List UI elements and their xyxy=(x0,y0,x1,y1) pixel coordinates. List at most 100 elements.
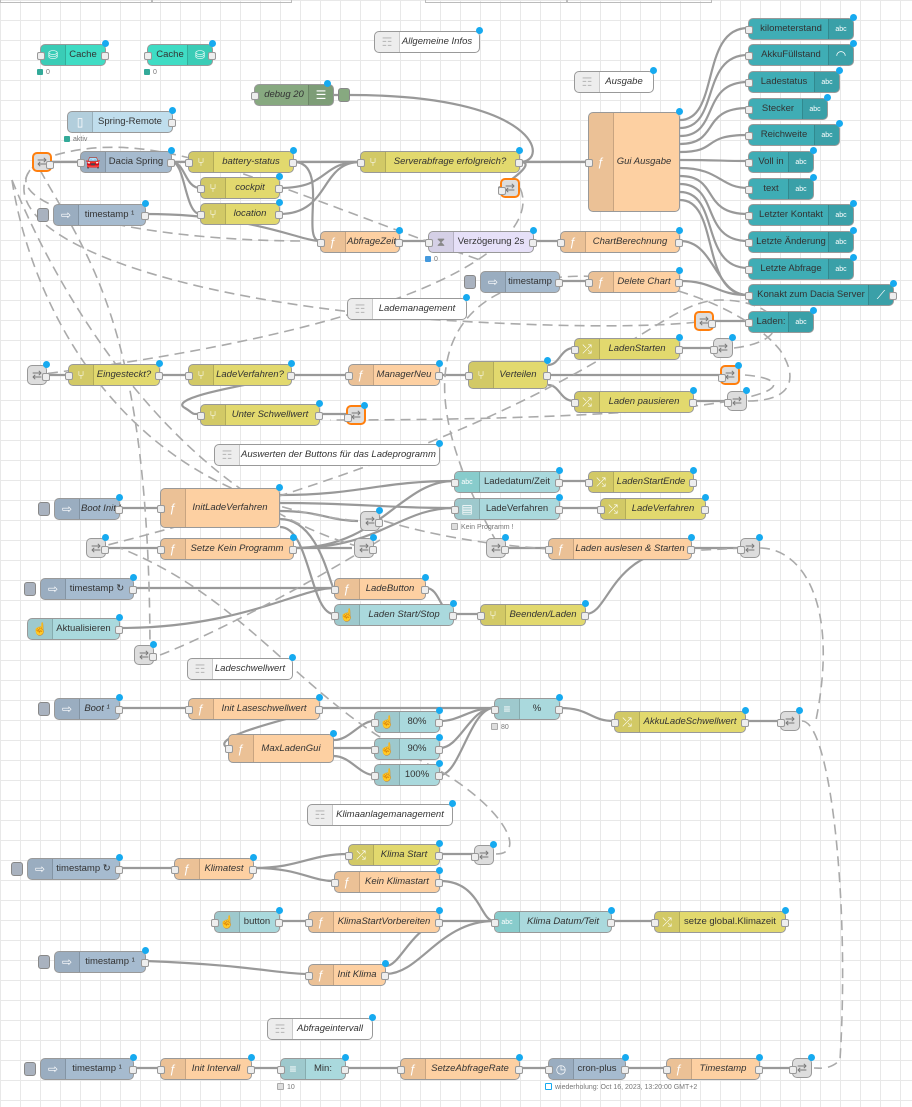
input-port[interactable] xyxy=(345,372,353,380)
output-port[interactable] xyxy=(115,626,123,634)
output-port[interactable] xyxy=(435,372,443,380)
output-port[interactable] xyxy=(149,653,157,661)
change-ladenstartende[interactable]: ⤮LadenStartEnde xyxy=(585,467,697,493)
output-port[interactable] xyxy=(555,279,563,287)
input-port[interactable] xyxy=(317,239,325,247)
change-setze-global-klimazeit[interactable]: ⤮setze global.Klimazeit xyxy=(651,907,789,933)
output-port[interactable] xyxy=(141,212,149,220)
input-port[interactable] xyxy=(331,586,339,594)
inject-button[interactable] xyxy=(464,275,476,289)
output-port[interactable] xyxy=(168,119,176,127)
input-port[interactable] xyxy=(745,26,753,34)
output-port[interactable] xyxy=(275,211,283,219)
output-port[interactable] xyxy=(555,506,563,514)
output-port[interactable] xyxy=(381,972,389,980)
output-port[interactable] xyxy=(701,506,709,514)
inject-button[interactable] xyxy=(37,208,49,222)
comment-abfrageintervall[interactable]: ☶Abfrageintervall xyxy=(267,1014,376,1040)
output-port[interactable] xyxy=(889,292,897,300)
link-node[interactable]: ⇄ xyxy=(694,311,716,331)
link-node[interactable]: ⇄ xyxy=(737,534,763,558)
output-port[interactable] xyxy=(369,546,377,554)
comment-lademanagement[interactable]: ☶Lademanagement xyxy=(347,294,470,320)
input-port[interactable] xyxy=(745,266,753,274)
output-port[interactable] xyxy=(341,1066,349,1074)
input-port[interactable] xyxy=(571,399,579,407)
input-port[interactable] xyxy=(663,1066,671,1074)
input-port[interactable] xyxy=(745,292,753,300)
link-node[interactable]: ⇄ xyxy=(718,362,742,385)
input-port[interactable] xyxy=(37,52,45,60)
input-port[interactable] xyxy=(225,745,233,753)
input-port[interactable] xyxy=(789,1066,797,1074)
output-port[interactable] xyxy=(675,346,683,354)
link-node[interactable]: ⇄ xyxy=(86,534,109,558)
input-port[interactable] xyxy=(491,706,499,714)
input-port[interactable] xyxy=(571,346,579,354)
switch-unter-schwellwert[interactable]: ⑂Unter Schwellwert xyxy=(197,400,323,426)
output-port[interactable] xyxy=(115,506,123,514)
input-port[interactable] xyxy=(745,212,753,220)
output-port[interactable] xyxy=(155,372,163,380)
switch-eingesteckt[interactable]: ⑂Eingesteckt? xyxy=(65,360,163,386)
input-port[interactable] xyxy=(157,546,165,554)
link-node[interactable]: ⇄ xyxy=(354,534,377,558)
output-port[interactable] xyxy=(435,746,443,754)
input-port[interactable] xyxy=(745,239,753,247)
input-port[interactable] xyxy=(451,479,459,487)
output-port[interactable] xyxy=(129,586,137,594)
input-port[interactable] xyxy=(737,546,745,554)
output-port[interactable] xyxy=(581,612,589,620)
input-port[interactable] xyxy=(371,719,379,727)
output-port[interactable] xyxy=(449,612,457,620)
input-port[interactable] xyxy=(197,211,205,219)
switch-cockpit[interactable]: ⑂cockpit xyxy=(197,173,283,199)
output-port[interactable] xyxy=(421,586,429,594)
output-port[interactable] xyxy=(275,919,283,927)
input-port[interactable] xyxy=(745,186,753,194)
output-port[interactable] xyxy=(501,546,509,554)
input-port[interactable] xyxy=(197,412,205,420)
input-port[interactable] xyxy=(277,1066,285,1074)
link-node[interactable]: ⇄ xyxy=(360,507,383,531)
inject-timestamp[interactable]: ⇨timestamp ¹ xyxy=(24,1054,137,1080)
output-port[interactable] xyxy=(46,161,54,169)
input-port[interactable] xyxy=(305,972,313,980)
tab-edge[interactable] xyxy=(425,0,567,3)
output-port[interactable] xyxy=(555,479,563,487)
inject-button[interactable] xyxy=(24,1062,36,1076)
output-port[interactable] xyxy=(435,879,443,887)
output-port[interactable] xyxy=(555,706,563,714)
inject-button[interactable] xyxy=(38,702,50,716)
input-port[interactable] xyxy=(305,919,313,927)
switch-serverabfrage[interactable]: ⑂Serverabfrage erfolgreich? xyxy=(357,147,523,173)
output-port[interactable] xyxy=(755,1066,763,1074)
input-port[interactable] xyxy=(777,719,785,727)
output-port[interactable] xyxy=(529,239,537,247)
ui-chart-konakt[interactable]: ⟋Konakt zum Dacia Server xyxy=(745,280,897,306)
input-port[interactable] xyxy=(65,372,73,380)
output-port[interactable] xyxy=(275,185,283,193)
output-port[interactable] xyxy=(675,279,683,287)
comment-auswerten[interactable]: ☶Auswerten der Buttons für das Ladeprogr… xyxy=(214,440,443,466)
link-node[interactable]: ⇄ xyxy=(134,641,157,665)
ui-button-100[interactable]: ☝100% xyxy=(371,760,443,786)
comment-klimaanlagemanagement[interactable]: ☶Klimaanlagemanagement xyxy=(307,800,456,826)
input-port[interactable] xyxy=(197,185,205,193)
input-port[interactable] xyxy=(718,374,726,382)
